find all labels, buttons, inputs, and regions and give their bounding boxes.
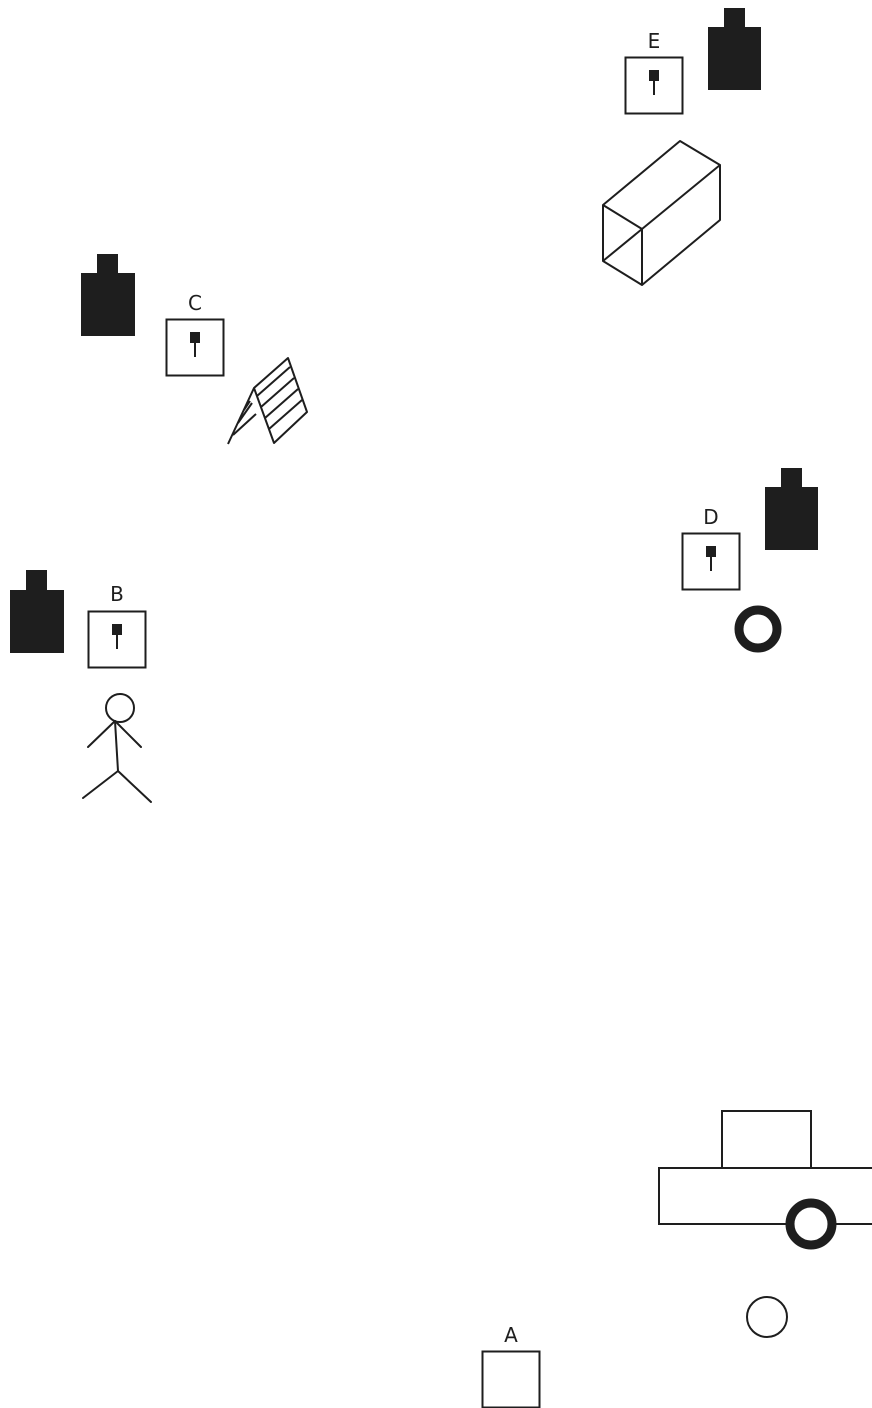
station-label-a: A <box>504 1323 518 1347</box>
station-label-c: C <box>188 291 202 315</box>
firing-post-icon <box>190 332 200 357</box>
station-label-e: E <box>648 29 661 53</box>
silhouette-target-icon <box>708 8 761 90</box>
station-e: E <box>626 29 683 114</box>
wheel-icon <box>790 1203 832 1245</box>
station-c: C <box>167 291 224 376</box>
station-a: A <box>483 1323 540 1408</box>
stick-figure-icon <box>83 694 151 802</box>
silhouette-target-icon <box>10 570 64 653</box>
station-label-b: B <box>110 582 124 606</box>
silhouette-target-icon <box>81 254 135 336</box>
firing-post-icon <box>112 624 122 649</box>
firing-post-icon <box>706 546 716 571</box>
station-d: D <box>683 505 740 590</box>
tire-icon <box>739 610 777 648</box>
station-label-d: D <box>703 505 718 529</box>
vehicle-icon <box>659 1111 872 1245</box>
station-b: B <box>89 582 146 668</box>
station-box-a <box>483 1352 540 1408</box>
firing-post-icon <box>649 70 659 95</box>
box-prop-icon <box>603 141 720 285</box>
open-circle-icon <box>747 1297 787 1337</box>
a-frame-barricade-icon <box>228 358 307 444</box>
silhouette-target-icon <box>765 468 818 550</box>
